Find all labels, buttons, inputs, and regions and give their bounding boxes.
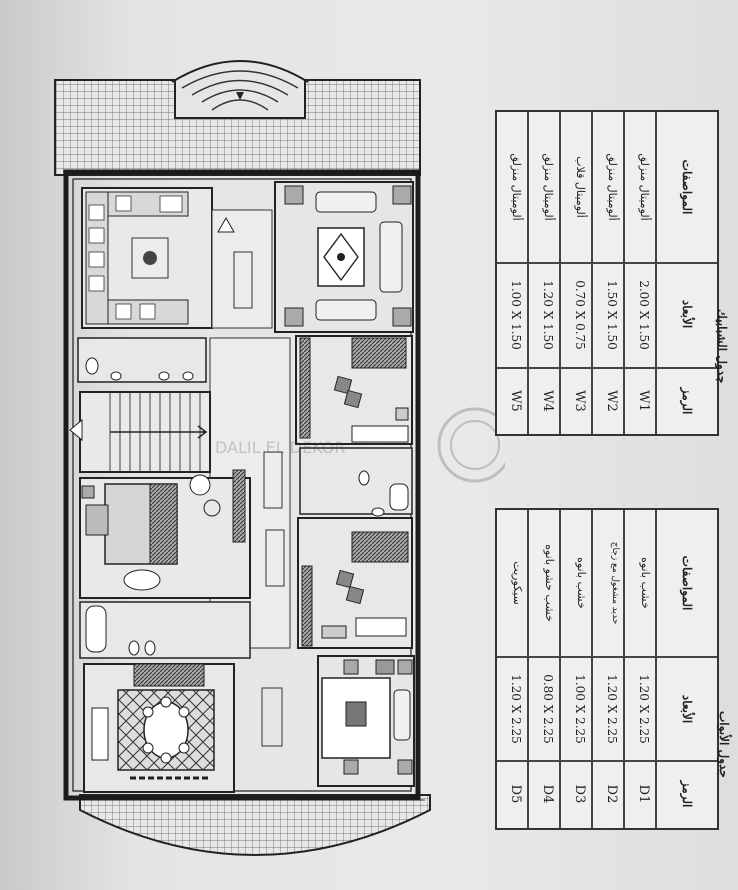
window-symbol: W1	[636, 390, 651, 412]
watermark-text: DALIL EL DEKOR	[215, 438, 345, 457]
windows-table: المواصفات الأبعاد الرمز ألوميتال منزلق 2…	[495, 110, 719, 436]
door-specs: سيكوريت	[511, 561, 524, 605]
guest-wc	[77, 337, 207, 383]
window-symbol: W4	[540, 390, 555, 412]
top-balcony	[54, 60, 421, 176]
windows-header-dimension: الأبعاد	[680, 299, 694, 329]
bedroom-three	[297, 517, 413, 649]
window-dimension: 1.50 X 1.50	[605, 280, 619, 350]
door-specs: خشب حشو بانوه	[543, 544, 556, 622]
window-specs: ألوميتال منزلق	[542, 153, 555, 221]
reception	[274, 181, 414, 333]
door-specs: حديد مشغول مع زجاج	[610, 541, 620, 625]
doors-table: المواصفات الأبعاد الرمز خشب بانوه 1.20 X…	[495, 508, 719, 830]
window-specs: ألوميتال قلاب	[574, 156, 587, 218]
door-symbol: D4	[540, 784, 555, 804]
door-dimension: 1.20 X 2.25	[605, 674, 619, 744]
window-dimension: 2.00 X 1.50	[637, 280, 651, 350]
door-symbol: D5	[508, 784, 523, 804]
living-room	[317, 655, 415, 787]
door-dimension: 0.80 X 2.25	[541, 674, 555, 744]
door-specs: خشب بانوه	[575, 557, 588, 609]
door-dimension: 1.20 X 2.25	[637, 674, 651, 744]
shared-bath	[299, 447, 413, 517]
doors-header-specs: المواصفات	[680, 555, 694, 611]
window-specs: ألوميتال منزلق	[510, 153, 523, 221]
door-symbol: D1	[636, 784, 651, 804]
window-symbol: W3	[572, 390, 587, 412]
master-bath	[79, 601, 251, 659]
watermark-logo: DALIL EL DEKOR	[215, 407, 505, 483]
window-dimension: 1.00 X 1.50	[509, 280, 523, 350]
door-dimension: 1.00 X 2.25	[573, 674, 587, 744]
windows-header-specs: المواصفات	[680, 159, 694, 215]
door-symbol: D2	[604, 784, 619, 804]
window-symbol: W2	[604, 390, 619, 412]
door-dimension: 1.20 X 2.25	[509, 674, 523, 744]
windows-table-title: جدول الشبابيك	[715, 309, 729, 384]
doors-header-symbol: الرمز	[680, 780, 694, 808]
window-dimension: 0.70 X 0.75	[573, 280, 587, 350]
kitchen	[81, 187, 213, 329]
bottom-balcony	[79, 794, 431, 856]
window-specs: ألوميتال منزلق	[638, 153, 651, 221]
doors-table-title: جدول الأبواب	[717, 711, 731, 778]
door-symbol: D3	[572, 784, 587, 804]
windows-header-symbol: الرمز	[680, 387, 694, 415]
window-dimension: 1.20 X 1.50	[541, 280, 555, 350]
door-specs: خشب بانوه	[639, 557, 652, 609]
master-bedroom	[79, 469, 251, 599]
window-symbol: W5	[508, 390, 523, 412]
window-specs: ألوميتال منزلق	[606, 153, 619, 221]
staircase	[69, 391, 211, 473]
bedroom-two	[295, 335, 413, 445]
dining-room	[83, 663, 235, 793]
doors-header-dimension: الأبعاد	[680, 694, 694, 724]
